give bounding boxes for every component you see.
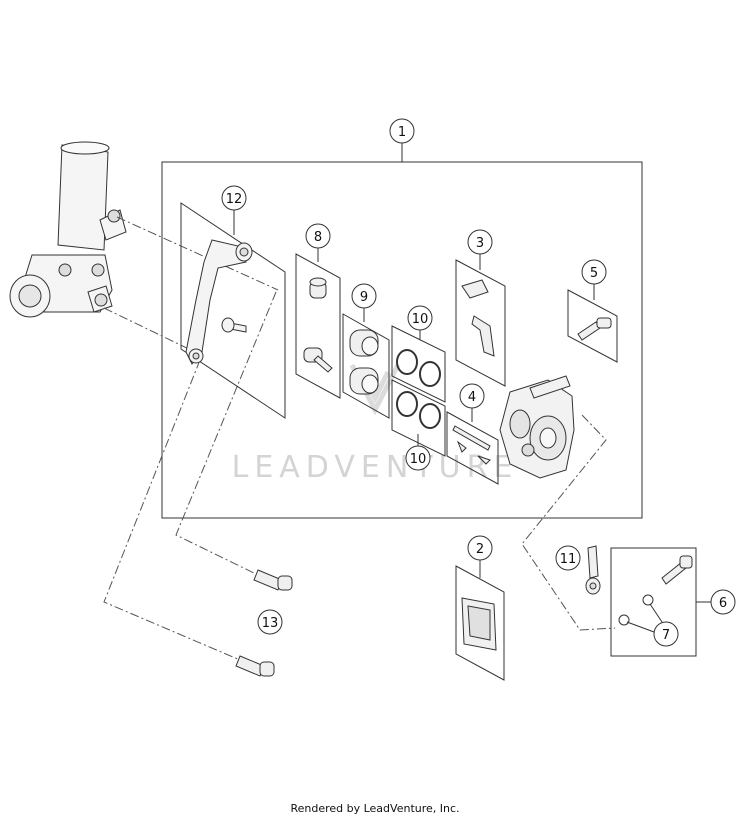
callout-8[interactable]: 8	[305, 223, 331, 249]
callout-3[interactable]: 3	[467, 229, 493, 255]
callout-13[interactable]: 13	[257, 609, 283, 635]
callout-9[interactable]: 9	[351, 283, 377, 309]
watermark-text: LEADVENTURE	[232, 450, 519, 485]
callout-7-leader-b	[649, 603, 663, 623]
bleeder-illustration	[577, 317, 612, 341]
callout-9-label: 9	[360, 290, 368, 305]
callout-2[interactable]: 2	[467, 535, 493, 561]
callout-1-label: 1	[398, 125, 406, 140]
seal-rings-illustration	[396, 349, 441, 429]
callout-4[interactable]: 4	[459, 383, 485, 409]
caliper-bracket-illustration	[185, 239, 253, 365]
seals-panel-upper	[391, 325, 446, 403]
callout-7-leader-a	[626, 621, 655, 633]
pad-pin-illustration	[452, 425, 491, 465]
pistons-illustration	[349, 329, 379, 395]
callout-10-upper[interactable]: 10	[407, 305, 433, 331]
bolts-panel	[295, 253, 341, 399]
fork-leg-illustration	[9, 141, 127, 318]
callout-5[interactable]: 5	[581, 259, 607, 285]
callout-5-label: 5	[590, 266, 598, 281]
callout-13-label: 13	[262, 616, 279, 631]
caliper-body-illustration	[499, 375, 575, 479]
callout-4-label: 4	[468, 390, 476, 405]
pad-spring-illustration	[461, 279, 495, 357]
brake-hose-fitting-illustration	[585, 545, 601, 595]
callout-12-label: 12	[226, 192, 243, 207]
callout-1[interactable]: 1	[389, 118, 415, 144]
callout-7[interactable]: 7	[653, 621, 679, 647]
banjo-bolt-illustration	[618, 555, 693, 626]
callout-10-upper-label: 10	[412, 312, 429, 327]
bleeder-panel	[567, 289, 618, 363]
callout-11[interactable]: 11	[555, 545, 581, 571]
callout-10-lower-label: 10	[410, 452, 427, 467]
bolts-illustration	[303, 277, 333, 373]
callout-6-label: 6	[719, 596, 727, 611]
callout-8-label: 8	[314, 230, 322, 245]
callout-12[interactable]: 12	[221, 185, 247, 211]
pad-pin-panel	[446, 411, 499, 485]
callout-6[interactable]: 6	[710, 589, 736, 615]
render-credit-footer: Rendered by LeadVenture, Inc.	[290, 802, 460, 815]
callout-bubbles: 1 2 3 4 5 6 7 8 9 10 10 11 12 13	[221, 118, 736, 647]
pad-spring-panel	[455, 259, 506, 387]
callout-11-label: 11	[560, 552, 577, 567]
callout-7-label: 7	[662, 628, 670, 643]
assembly-dash-lines	[103, 216, 616, 661]
bracket-bolts-illustration	[235, 569, 293, 677]
callout-3-label: 3	[476, 236, 484, 251]
callout-2-label: 2	[476, 542, 484, 557]
seals-panel-lower	[391, 379, 446, 457]
brake-pads-illustration	[461, 597, 497, 651]
callout-10-lower[interactable]: 10	[405, 445, 431, 471]
brake-pads-panel	[455, 565, 505, 681]
